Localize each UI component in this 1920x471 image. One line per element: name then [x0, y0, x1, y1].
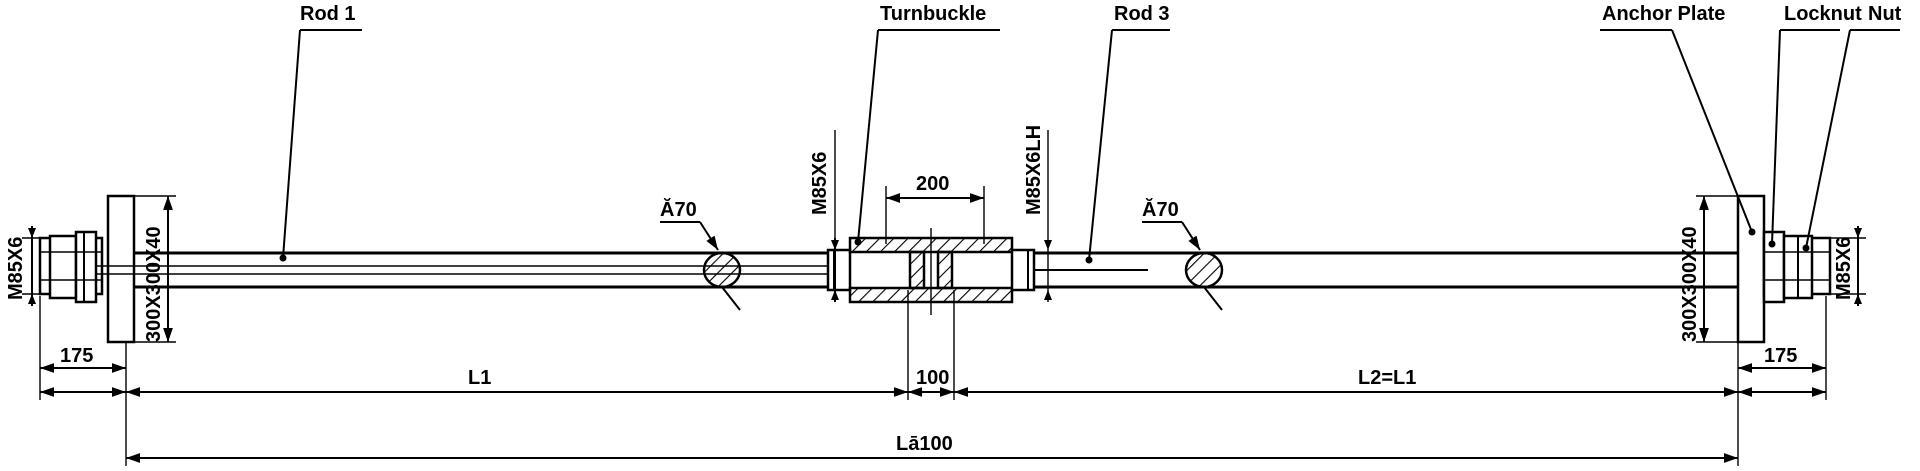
dim-thread-turnbuckle-right: M85X6LH [1023, 125, 1045, 215]
turnbuckle-left-collar [826, 248, 852, 292]
dim-gap: 100 [916, 367, 949, 389]
left-nut [48, 234, 78, 300]
label-anchor-plate: Anchor Plate [1602, 3, 1725, 25]
label-locknut: Locknut [1784, 3, 1862, 25]
right-anchor-plate [1736, 194, 1766, 344]
dimension-lines [22, 130, 1866, 466]
dim-thread-turnbuckle-left: M85X6 [809, 152, 831, 215]
dim-thread-right: M85X6 [1833, 237, 1855, 300]
dim-total-length: Lā100 [896, 433, 953, 455]
label-rod1: Rod 1 [300, 3, 356, 25]
dim-length-l2: L2=L1 [1358, 367, 1416, 389]
dim-length-l1: L1 [468, 367, 491, 389]
left-end-assembly [38, 194, 136, 344]
dim-plate-left: 300X300X40 [143, 226, 165, 342]
rod-3 [1034, 251, 1738, 289]
dim-end-left: 175 [60, 345, 93, 367]
turnbuckle-bore-left [908, 250, 926, 290]
left-anchor-plate [106, 194, 136, 344]
label-rod3: Rod 3 [1114, 3, 1170, 25]
callouts [279, 29, 1900, 311]
turnbuckle-bore-right [936, 250, 954, 290]
text-labels: Rod 1 Turnbuckle Rod 3 Anchor Plate Lock… [5, 3, 1902, 455]
dim-rod-dia-right: Ă70 [1142, 198, 1179, 221]
dim-rod-dia-left: Ă70 [660, 198, 697, 221]
turnbuckle-right-collar [1010, 248, 1036, 292]
left-locknut [74, 230, 98, 304]
turnbuckle [826, 228, 1036, 315]
dim-plate-right: 300X300X40 [1679, 226, 1701, 342]
label-nut: Nut [1868, 3, 1902, 25]
label-turnbuckle: Turnbuckle [880, 3, 986, 25]
dim-thread-left: M85X6 [5, 237, 27, 300]
rod3-section-mark [1184, 251, 1224, 289]
rod1-section-mark [702, 251, 742, 289]
dim-turnbuckle-body: 200 [916, 173, 949, 195]
dim-end-right: 175 [1764, 345, 1797, 367]
right-end-assembly [1736, 194, 1832, 344]
